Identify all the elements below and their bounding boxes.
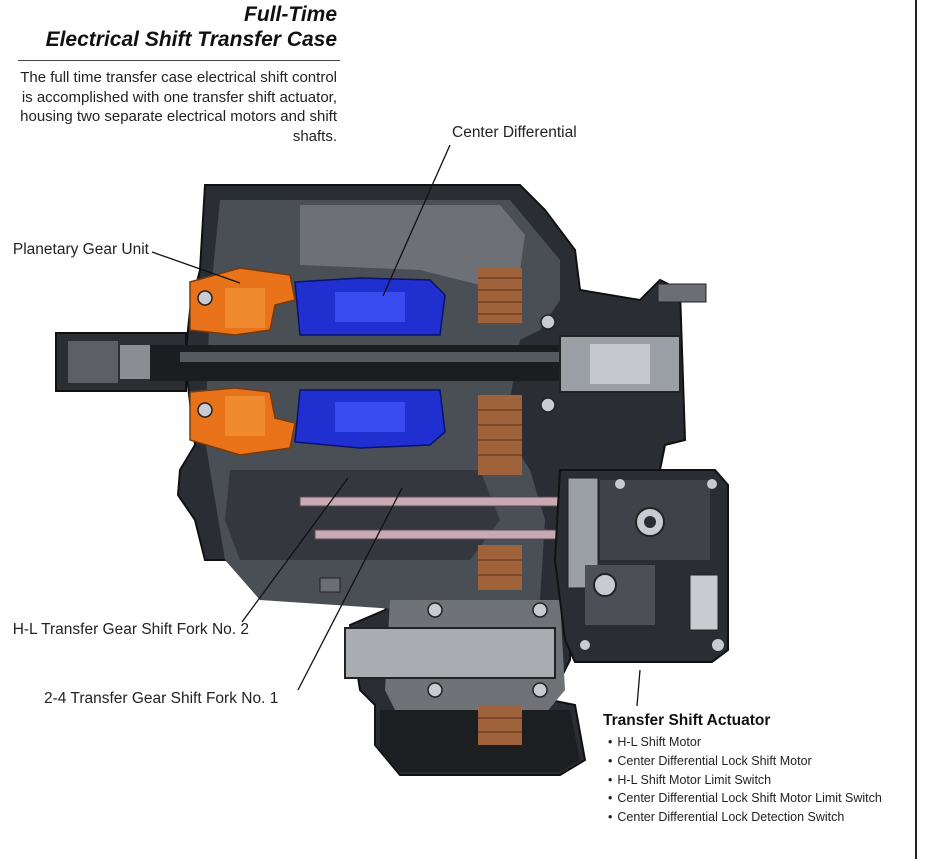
list-item: Center Differential Lock Shift Motor Lim… — [608, 789, 881, 808]
leader-line-shift-fork-1 — [297, 487, 403, 691]
actuator-title: Transfer Shift Actuator — [603, 712, 771, 729]
label-shift-fork-2: H-L Transfer Gear Shift Fork No. 2 — [12, 621, 249, 638]
list-item: Center Differential Lock Shift Motor — [608, 752, 882, 771]
bolt-heads — [197, 290, 556, 698]
title-line-1: Full-Time — [244, 3, 337, 26]
label-center-differential: Center Differential — [452, 124, 577, 141]
label-shift-fork-1: 2-4 Transfer Gear Shift Fork No. 1 — [44, 690, 279, 707]
page-edge-line — [915, 0, 917, 859]
intro-paragraph: The full time transfer case electrical s… — [20, 69, 337, 145]
leader-line-shift-fork-2 — [241, 477, 349, 623]
leader-line-center-differential — [382, 144, 451, 297]
planetary-gear-unit — [189, 267, 296, 456]
leader-line-planetary-gear-unit — [151, 251, 241, 284]
title-line-2: Electrical Shift Transfer Case — [45, 28, 337, 51]
title-divider — [18, 60, 340, 61]
list-item: H-L Shift Motor Limit Switch — [608, 771, 882, 790]
clutch-packs — [478, 268, 522, 745]
label-planetary-gear-unit: Planetary Gear Unit — [12, 241, 149, 258]
main-shaft — [150, 283, 707, 393]
page-title: Full-Time Electrical Shift Transfer Case — [46, 2, 337, 52]
list-item: H-L Shift Motor — [608, 733, 882, 752]
center-differential — [294, 277, 446, 449]
list-item: Center Differential Lock Detection Switc… — [608, 808, 882, 827]
actuator-component-list: H-L Shift Motor Center Differential Lock… — [608, 733, 882, 827]
transfer-shift-actuator — [553, 469, 729, 663]
front-output-shaft — [319, 577, 556, 679]
leader-line-actuator — [636, 669, 641, 707]
